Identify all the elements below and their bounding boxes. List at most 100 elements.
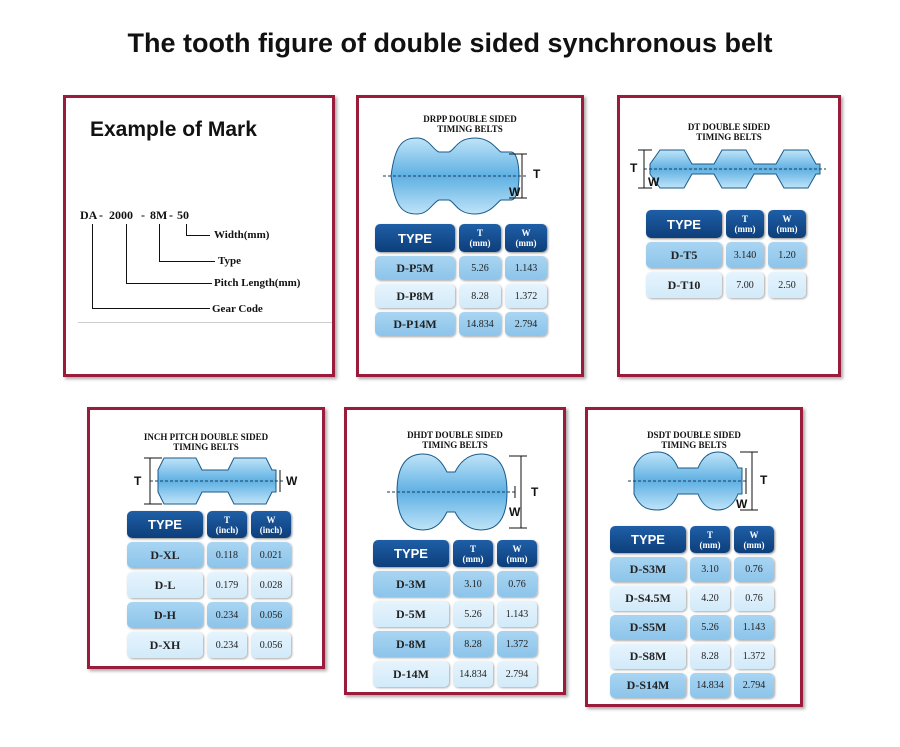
dim-w-label: W: [509, 185, 521, 199]
cell-w: 0.021: [251, 542, 291, 568]
cell-w: 0.028: [251, 572, 291, 598]
header-w-label: W: [266, 514, 276, 525]
title-line: TIMING BELTS: [173, 442, 239, 452]
dt-title: DT DOUBLE SIDED TIMING BELTS: [620, 122, 838, 142]
label-width: Width(mm): [214, 229, 270, 241]
cell-t: 4.20: [690, 586, 730, 611]
cell-w: 0.056: [251, 602, 291, 628]
cell-t: 14.834: [453, 661, 493, 687]
cell-w: 2.794: [497, 661, 537, 687]
header-w-unit: (mm): [776, 224, 798, 234]
dim-w-label: W: [509, 505, 521, 519]
header-w-unit: (inch): [259, 524, 283, 535]
drpp-title: DRPP DOUBLE SIDED TIMING BELTS: [359, 114, 581, 134]
title-line: DHDT DOUBLE SIDED: [407, 430, 503, 440]
dt-tooth-diagram: T W: [630, 146, 830, 192]
cell-t: 14.834: [690, 673, 730, 698]
header-t-unit: (mm): [734, 224, 756, 234]
label-type: Type: [218, 255, 242, 267]
cell-w: 0.76: [734, 557, 774, 582]
code-sep-3: -: [169, 208, 173, 222]
cell-t: 7.00: [726, 272, 764, 298]
code-sep-1: -: [99, 208, 103, 222]
cell-type: D-P5M: [375, 256, 455, 280]
cell-type: D-14M: [373, 661, 449, 687]
cell-type: D-L: [127, 572, 203, 598]
header-type: TYPE: [375, 224, 455, 252]
header-t-unit: (mm): [469, 238, 491, 248]
code-sep-2: -: [141, 208, 145, 222]
dim-w-label: W: [286, 474, 298, 488]
example-title: Example of Mark: [90, 118, 257, 141]
header-t-unit: (inch): [215, 524, 239, 535]
header-w-label: W: [521, 228, 531, 238]
header-t-label: T: [476, 228, 483, 238]
dim-t-label: T: [134, 474, 142, 488]
cell-type: D-5M: [373, 601, 449, 627]
dsdt-tooth-diagram: T W: [628, 450, 798, 516]
leader-type-h: [159, 261, 215, 262]
cell-t: 8.28: [453, 631, 493, 657]
dhdt-tooth-diagram: T W: [377, 452, 557, 532]
cell-t: 0.234: [207, 632, 247, 658]
cell-w: 1.372: [497, 631, 537, 657]
cell-type: D-S5M: [610, 615, 686, 640]
cell-type: D-P14M: [375, 312, 455, 336]
dim-w-label: W: [736, 497, 748, 511]
title-line: TIMING BELTS: [661, 440, 727, 450]
cell-t: 5.26: [453, 601, 493, 627]
label-gear-code: Gear Code: [212, 303, 263, 315]
cell-type: D-H: [127, 602, 203, 628]
cell-w: 1.143: [734, 615, 774, 640]
leader-width-h: [186, 235, 210, 236]
header-w-label: W: [782, 214, 792, 224]
cell-w: 1.143: [505, 256, 547, 280]
cell-w: 1.372: [505, 284, 547, 308]
header-t-label: T: [706, 529, 713, 540]
cell-t: 5.26: [690, 615, 730, 640]
header-w: W(mm): [768, 210, 806, 238]
title-line: DSDT DOUBLE SIDED: [647, 430, 741, 440]
title-line: TIMING BELTS: [437, 124, 503, 134]
header-t: T(mm): [690, 526, 730, 553]
title-line: TIMING BELTS: [422, 440, 488, 450]
cell-type: D-3M: [373, 571, 449, 597]
header-w-unit: (mm): [506, 553, 528, 564]
label-pitch-length: Pitch Length(mm): [214, 277, 301, 289]
header-t: T(mm): [459, 224, 501, 252]
cell-t: 3.140: [726, 242, 764, 268]
leader-width-v: [186, 224, 187, 236]
cell-type: D-S14M: [610, 673, 686, 698]
cell-type: D-T5: [646, 242, 722, 268]
dim-t-label: T: [760, 473, 768, 487]
header-w-label: W: [749, 529, 759, 540]
header-w-label: W: [512, 543, 522, 554]
header-type: TYPE: [646, 210, 722, 238]
drpp-panel: DRPP DOUBLE SIDED TIMING BELTS T W TYPE …: [356, 95, 584, 377]
cell-t: 0.118: [207, 542, 247, 568]
dhdt-title: DHDT DOUBLE SIDED TIMING BELTS: [347, 430, 563, 450]
inch-pitch-panel: INCH PITCH DOUBLE SIDED TIMING BELTS T W…: [87, 407, 325, 669]
cell-t: 8.28: [459, 284, 501, 308]
header-t: T(mm): [453, 540, 493, 567]
header-type: TYPE: [373, 540, 449, 567]
leader-gear-v: [92, 224, 93, 309]
title-line: DRPP DOUBLE SIDED: [423, 114, 517, 124]
dim-t-label: T: [533, 167, 541, 181]
dsdt-panel: DSDT DOUBLE SIDED TIMING BELTS T W TYPE …: [585, 407, 803, 707]
